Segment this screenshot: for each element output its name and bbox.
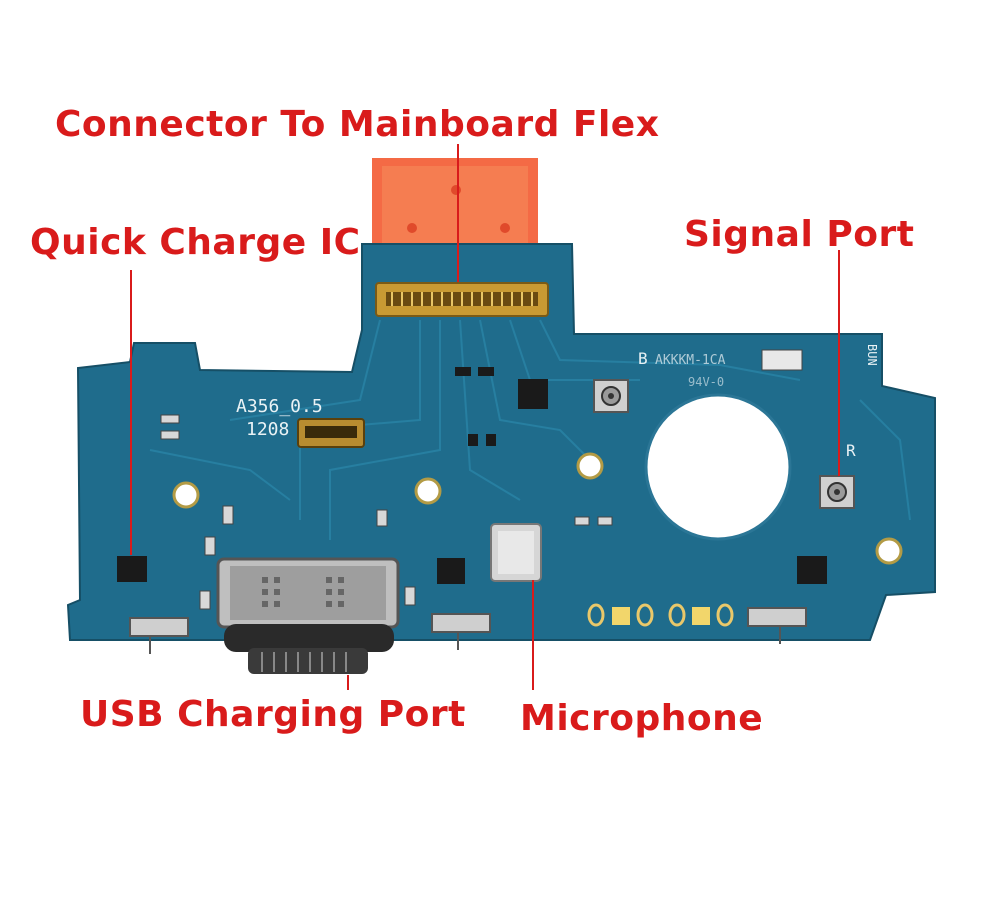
quick-charge-label: Quick Charge IC	[30, 222, 361, 263]
leader-lines	[130, 144, 840, 690]
silk-marker-b: B	[638, 349, 648, 368]
signal-port-label: Signal Port	[684, 214, 915, 255]
silk-date: 1208	[246, 419, 289, 440]
passive-components	[160, 349, 803, 610]
silk-code: AKKKM-1CA	[655, 353, 726, 368]
usb-charging-port	[216, 557, 400, 674]
quick-charge-ic	[117, 556, 147, 582]
mounting-holes	[172, 393, 903, 565]
signal-port-r	[819, 475, 855, 509]
contact-pads	[587, 603, 734, 627]
microphone-label: Microphone	[520, 698, 764, 739]
silk-rating: 94V-0	[688, 375, 724, 389]
small-connector	[297, 418, 365, 448]
connector-label: Connector To Mainboard Flex	[55, 104, 660, 145]
silk-marker-r: R	[846, 441, 856, 460]
usb-port-label: USB Charging Port	[80, 694, 466, 735]
mainboard-connector	[375, 282, 549, 317]
signal-port-b	[593, 379, 629, 413]
microphone-component	[490, 523, 542, 582]
ic-chips	[437, 367, 827, 584]
spring-clips	[129, 607, 807, 654]
silk-bun: BUN	[865, 344, 879, 366]
silk-model: A356_0.5	[236, 396, 323, 417]
pcb-board	[66, 243, 936, 641]
mainboard-flex-cable	[372, 158, 538, 254]
